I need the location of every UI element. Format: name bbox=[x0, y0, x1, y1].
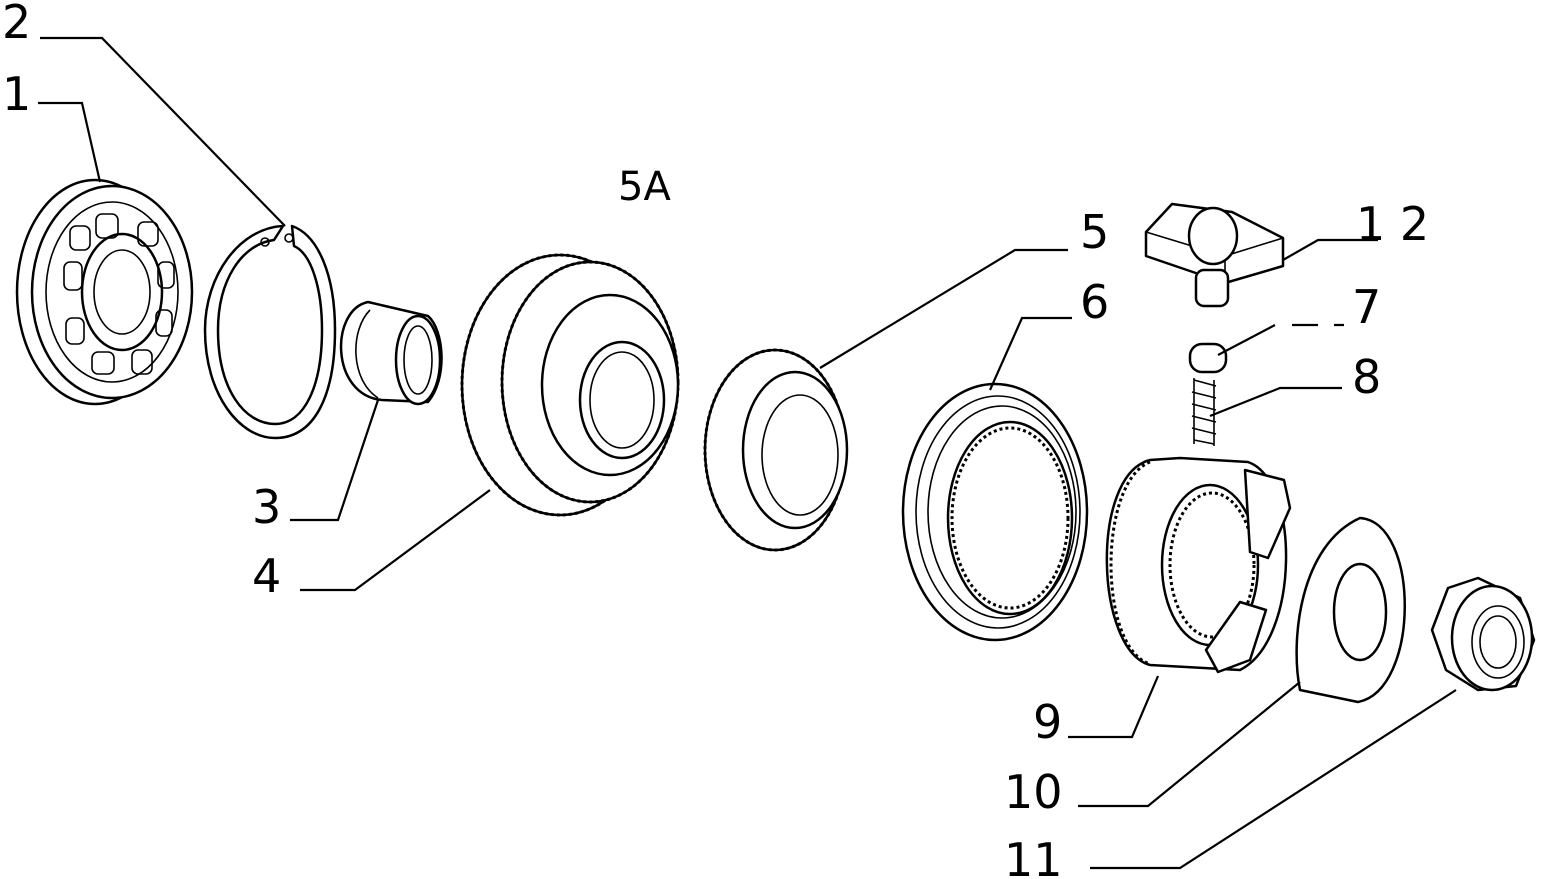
callout-10: 10 bbox=[1004, 765, 1063, 819]
leader-lines bbox=[38, 36, 1457, 870]
callout-labels: 1 2 3 4 5A 5 6 1 2 7 8 9 10 11 bbox=[2, 0, 1429, 879]
callout-5a: 5A bbox=[618, 164, 671, 210]
leader-7 bbox=[1217, 323, 1344, 356]
leader-2 bbox=[40, 36, 286, 227]
callout-3: 3 bbox=[252, 480, 281, 534]
shift-key bbox=[1144, 202, 1285, 308]
callout-5: 5 bbox=[1080, 205, 1109, 259]
callout-9: 9 bbox=[1033, 695, 1062, 749]
detent-spring bbox=[1191, 378, 1217, 446]
leader-5 bbox=[819, 248, 1068, 369]
circlip bbox=[203, 224, 337, 440]
callout-11: 11 bbox=[1004, 833, 1063, 879]
leader-12 bbox=[1282, 238, 1378, 261]
bushing bbox=[339, 300, 443, 406]
leader-4 bbox=[300, 489, 491, 592]
leader-11 bbox=[1090, 689, 1457, 870]
hex-nut bbox=[1430, 576, 1536, 692]
helical-gear bbox=[460, 253, 680, 517]
callout-6: 6 bbox=[1080, 275, 1109, 329]
detent-ball bbox=[1188, 342, 1228, 374]
callout-7: 7 bbox=[1352, 280, 1381, 334]
leader-9 bbox=[1068, 675, 1160, 739]
leader-10 bbox=[1078, 681, 1301, 808]
synchro-ring bbox=[703, 348, 849, 552]
sliding-sleeve bbox=[901, 382, 1089, 642]
leader-6 bbox=[988, 316, 1072, 391]
leader-3 bbox=[290, 399, 380, 522]
thrust-washer bbox=[1295, 516, 1406, 704]
ball-bearing bbox=[15, 178, 194, 406]
callout-4: 4 bbox=[252, 549, 281, 603]
leader-1 bbox=[38, 101, 102, 183]
synchro-hub bbox=[1105, 456, 1292, 674]
callout-1: 1 bbox=[2, 67, 31, 121]
callout-12: 1 2 bbox=[1356, 197, 1429, 251]
callout-8: 8 bbox=[1352, 350, 1381, 404]
leader-8 bbox=[1209, 386, 1342, 418]
callout-2: 2 bbox=[2, 0, 31, 49]
